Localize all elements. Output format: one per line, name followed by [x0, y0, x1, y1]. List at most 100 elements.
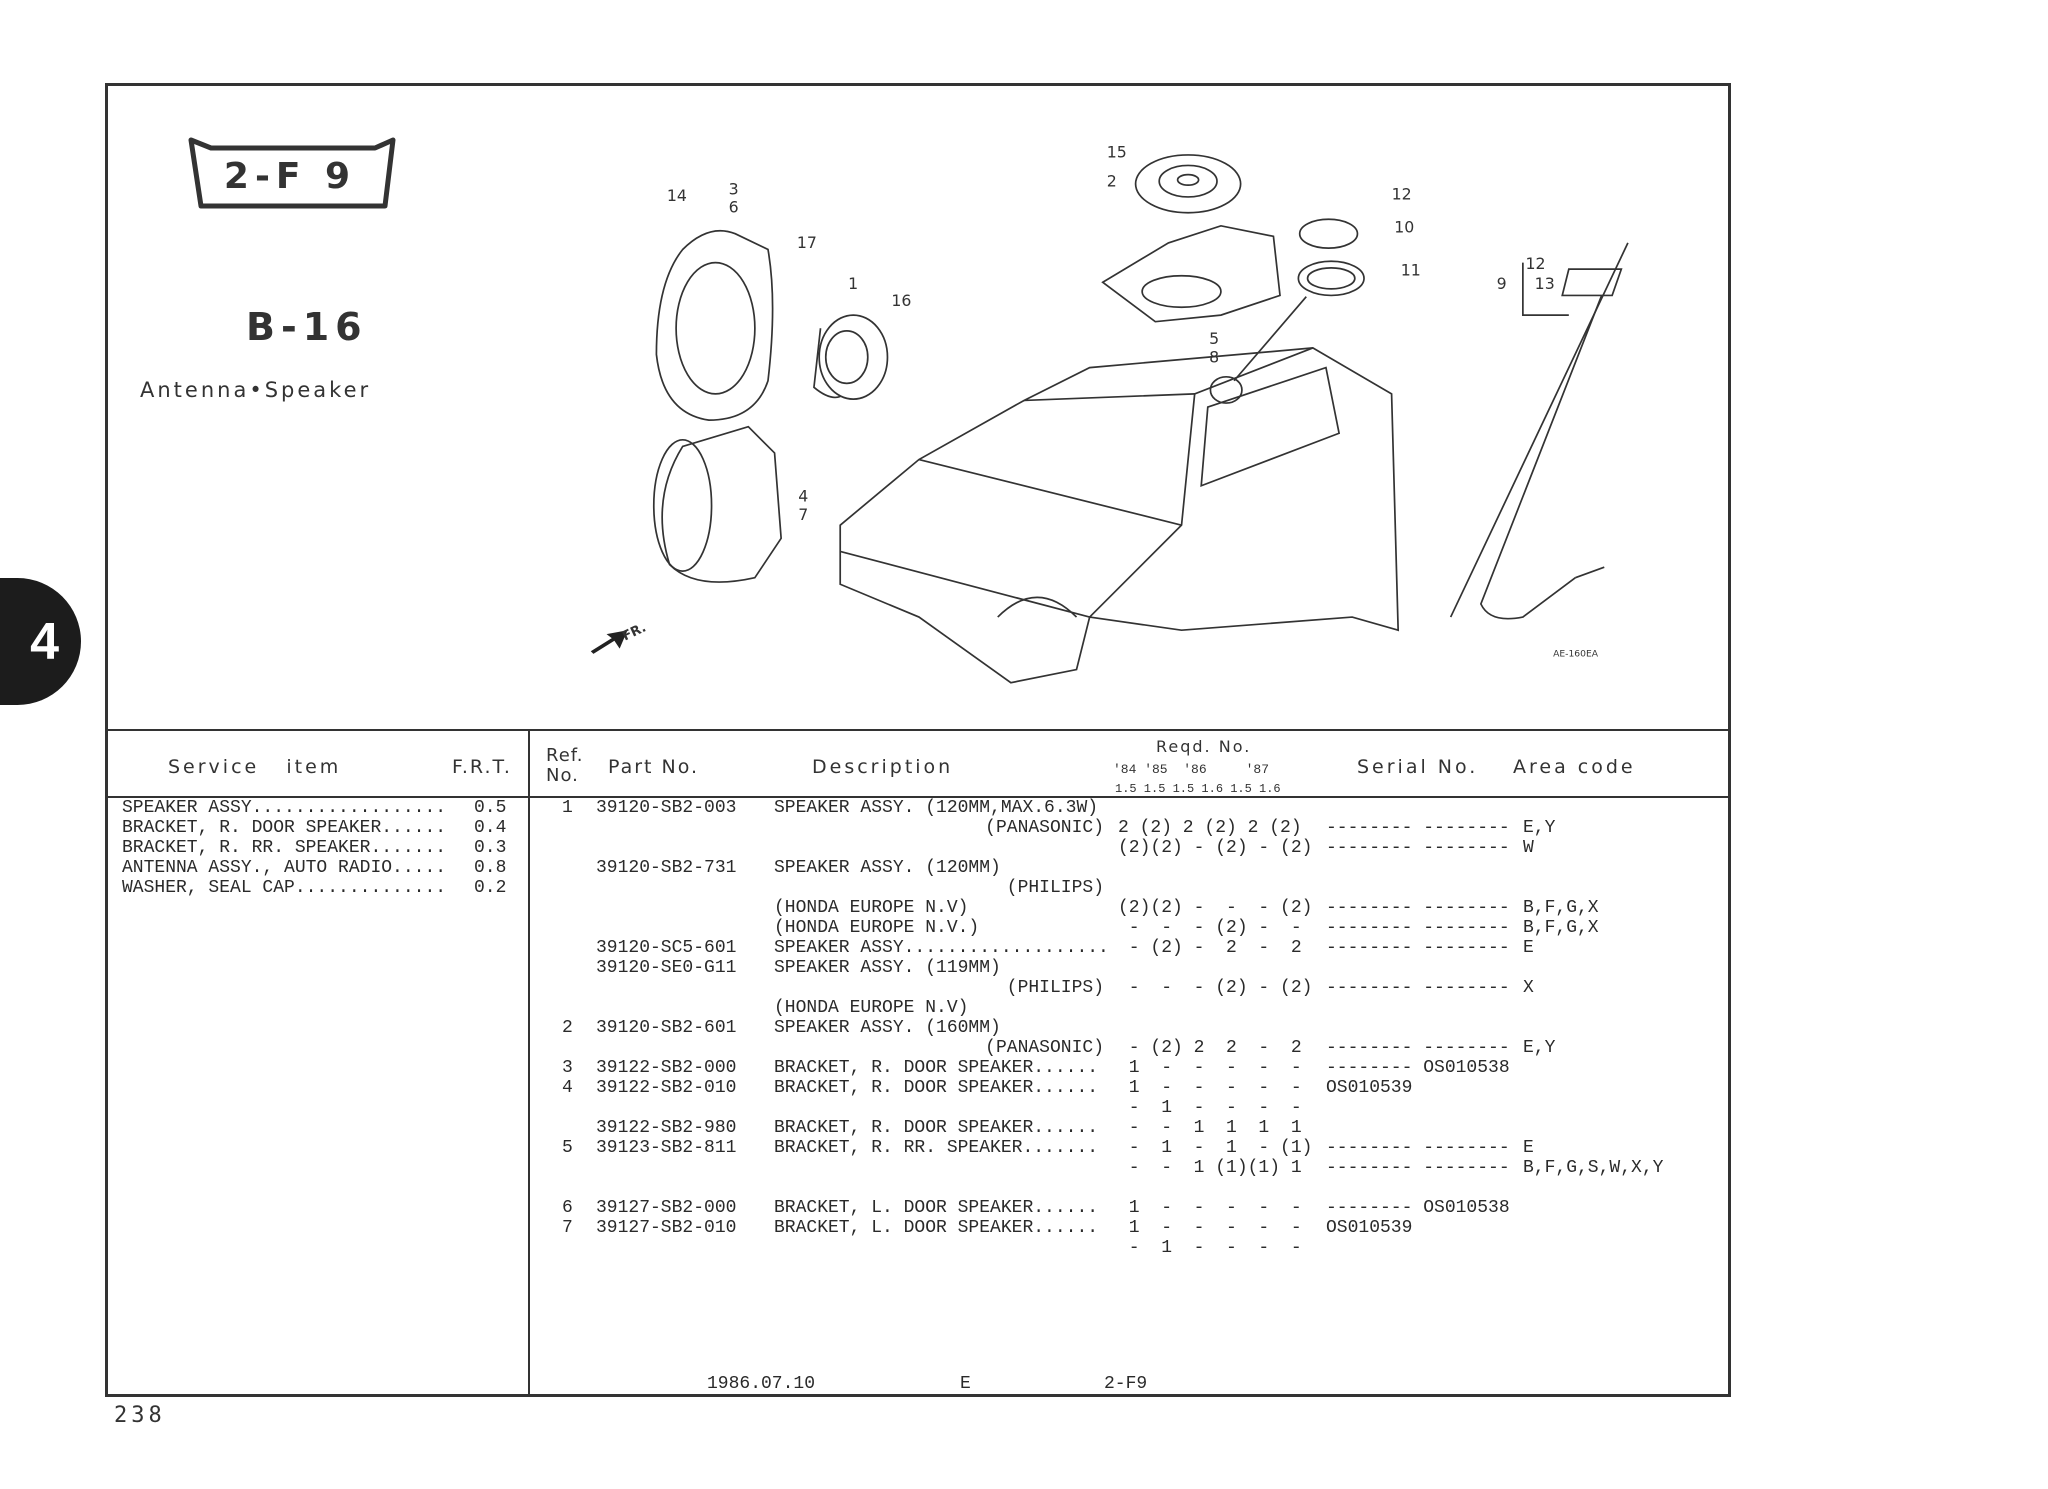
description: SPEAKER ASSY. (119MM)	[774, 958, 1001, 978]
part-number: 39120-SE0-G11	[596, 958, 737, 978]
serial-no: -------- OS010538	[1326, 1058, 1510, 1078]
callout-17: 17	[797, 233, 817, 252]
serial-no: -------- --------	[1326, 1138, 1510, 1158]
issue-date: 1986.07.10	[707, 1374, 816, 1394]
parts-table-row: (PHILIPS) - - - (2) - (2)-------- ------…	[0, 978, 2048, 998]
callout-13: 13	[1535, 274, 1555, 293]
parts-table-row: (2)(2) - (2) - (2)-------- --------W	[0, 838, 2048, 858]
index-badge: 2-F 9	[188, 137, 396, 209]
service-item-frt: 0.4	[474, 818, 507, 838]
description: (HONDA EUROPE N.V)	[774, 898, 969, 918]
parts-table-row: (HONDA EUROPE N.V)(2)(2) - - - (2)------…	[0, 898, 2048, 918]
group-title: Antenna•Speaker	[140, 378, 372, 402]
required-qty: 1 - - - - -	[1118, 1218, 1302, 1238]
callout-14: 14	[667, 186, 687, 205]
serial-no: -------- OS010538	[1326, 1198, 1510, 1218]
description-note: (PANASONIC)	[985, 818, 1104, 838]
parts-table-row: (HONDA EUROPE N.V)	[0, 998, 2048, 1018]
serial-no: -------- --------	[1326, 918, 1510, 938]
description-note: (PHILIPS)	[1006, 878, 1104, 898]
area-code: E	[1523, 938, 1534, 958]
parts-table-row: - 1 - - - -	[0, 1098, 2048, 1118]
part-number: 39120-SB2-003	[596, 798, 737, 818]
description-note: (PANASONIC)	[985, 1038, 1104, 1058]
parts-table-row: (HONDA EUROPE N.V.) - - - (2) - - ------…	[0, 918, 2048, 938]
edition: E	[960, 1374, 971, 1394]
bracket-front	[655, 229, 774, 421]
required-qty: 1 - - - - -	[1118, 1058, 1302, 1078]
part-number: 39122-SB2-000	[596, 1058, 737, 1078]
ref-no: 5	[562, 1138, 573, 1158]
parts-table-row: (PHILIPS)	[0, 878, 2048, 898]
index-badge-text: 2-F 9	[224, 156, 356, 197]
part-number: 39127-SB2-010	[596, 1218, 737, 1238]
frt-header: F.R.T.	[452, 756, 512, 778]
service-item-frt: 0.5	[474, 798, 507, 818]
required-qty: 1 - - - - -	[1118, 1078, 1302, 1098]
required-qty: - 1 - 1 - (1)	[1118, 1138, 1313, 1158]
description-note: (PHILIPS)	[1006, 978, 1104, 998]
area-code: E,Y	[1523, 818, 1556, 838]
callout-10: 10	[1394, 217, 1414, 236]
part-number: 39127-SB2-000	[596, 1198, 737, 1218]
callout-9: 9	[1497, 274, 1507, 293]
service-item-frt: 0.2	[474, 878, 507, 898]
part-no-header: Part No.	[608, 756, 700, 778]
part-number: 39122-SB2-980	[596, 1118, 737, 1138]
service-item-name: BRACKET, R. DOOR SPEAKER......	[122, 818, 447, 838]
front-label: FR.	[620, 620, 648, 644]
callout-7: 7	[798, 505, 808, 524]
part-number: 39123-SB2-811	[596, 1138, 737, 1158]
required-qty: - 1 - - - -	[1118, 1098, 1302, 1118]
callout-12b: 12	[1525, 254, 1545, 273]
description: BRACKET, R. DOOR SPEAKER......	[774, 1078, 1099, 1098]
part-number: 39122-SB2-010	[596, 1078, 737, 1098]
parts-table-row: 1 39120-SB2-003 SPEAKER ASSY. (120MM,MAX.6…	[0, 798, 2048, 818]
callout-15: 15	[1107, 143, 1127, 162]
area-code: B,F,G,X	[1523, 918, 1599, 938]
callout-11: 11	[1401, 261, 1421, 280]
serial-no: -------- --------	[1326, 818, 1510, 838]
service-item-name: WASHER, SEAL CAP..............	[122, 878, 447, 898]
description: SPEAKER ASSY. (120MM)	[774, 858, 1001, 878]
part-number: 39120-SB2-601	[596, 1018, 737, 1038]
callout-1: 1	[848, 274, 858, 293]
service-item-frt: 0.8	[474, 858, 507, 878]
ref-no: 7	[562, 1218, 573, 1238]
callout-6: 6	[729, 198, 739, 217]
required-qty: - (2) 2 2 - 2	[1118, 1038, 1302, 1058]
serial-no: -------- --------	[1326, 938, 1510, 958]
required-qty: (2)(2) - - - (2)	[1118, 898, 1313, 918]
service-item-name: BRACKET, R. RR. SPEAKER.......	[122, 838, 447, 858]
parts-table-row: - - 1 (1)(1) 1-------- --------B,F,G,S,W…	[0, 1158, 2048, 1178]
service-item-frt: 0.3	[474, 838, 507, 858]
parts-table-row: - 1 - - - -	[0, 1238, 2048, 1258]
description-header: Description	[812, 756, 954, 778]
page-number: 238	[114, 1403, 166, 1428]
part-number: 39120-SB2-731	[596, 858, 737, 878]
description: SPEAKER ASSY. (120MM,MAX.6.3W)	[774, 798, 1099, 818]
callout-16: 16	[891, 291, 911, 310]
page-frame	[105, 83, 1731, 1397]
ref-no: 2	[562, 1018, 573, 1038]
ref-no-header: Ref. No.	[546, 745, 584, 786]
part-number: 39120-SC5-601	[596, 938, 737, 958]
model-years: '84 '85 '86 '87	[1113, 762, 1270, 777]
page-code: 2-F9	[1104, 1374, 1148, 1394]
front-arrow-icon	[590, 630, 628, 654]
table-divider	[528, 729, 530, 1397]
service-item-name: ANTENNA ASSY., AUTO RADIO.....	[122, 858, 447, 878]
parts-table-row: (PANASONIC) - (2) 2 2 - 2-------- ------…	[0, 1038, 2048, 1058]
ref-no: 1	[562, 798, 573, 818]
service-item-name: SPEAKER ASSY..................	[122, 798, 447, 818]
callout-5: 5	[1209, 329, 1219, 348]
reqd-no-header: Reqd. No.	[1156, 737, 1252, 756]
required-qty: - - 1 1 1 1	[1118, 1118, 1302, 1138]
serial-no: OS010539	[1326, 1218, 1413, 1238]
